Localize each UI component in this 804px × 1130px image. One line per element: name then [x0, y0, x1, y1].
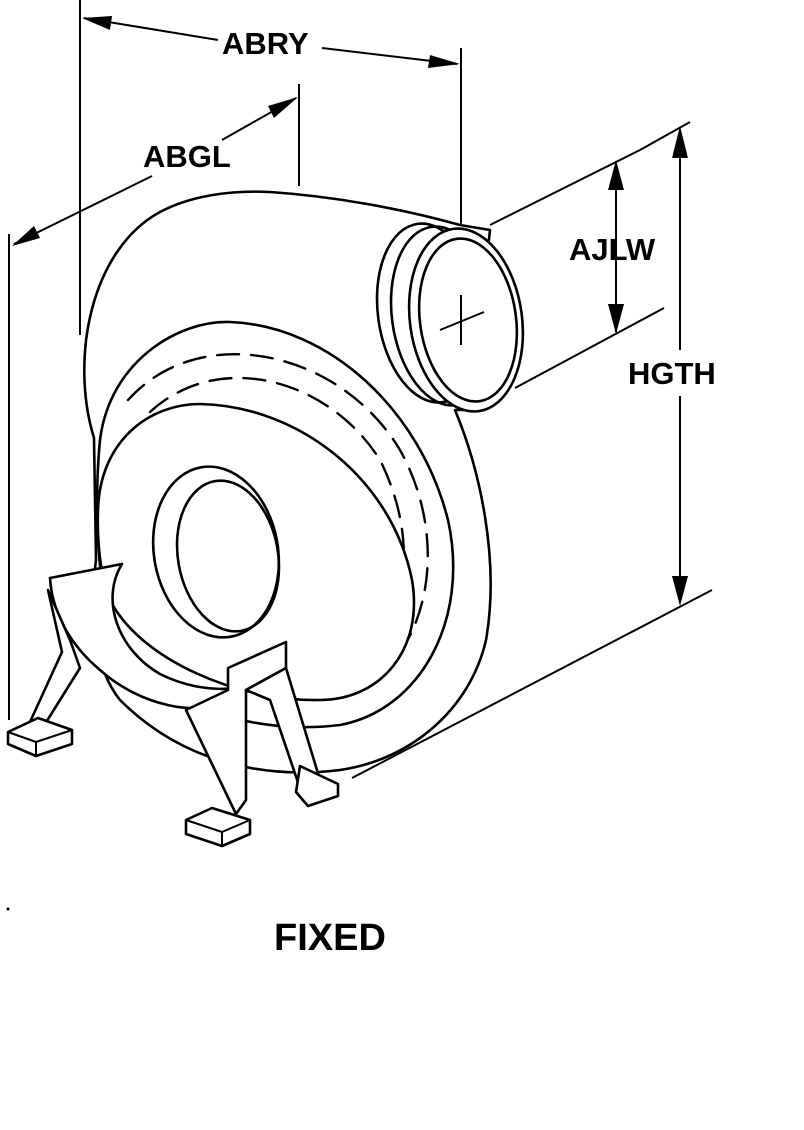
inlet-opening-inner [175, 479, 281, 633]
right-bracket [184, 640, 288, 816]
abgl-label: ABGL [143, 139, 231, 174]
abry-arrow-right [428, 55, 460, 68]
abry-dimension [79, 0, 462, 345]
abry-arrow-left [82, 16, 112, 30]
left-foot-edge-2 [35, 729, 73, 743]
ajlw-dimension [489, 149, 665, 389]
hgth-label: HGTH [628, 356, 716, 391]
abgl-arrow-left [12, 226, 40, 246]
right-front-foot-edge [185, 819, 223, 833]
abgl-arrow-right [268, 97, 298, 118]
hgth-extension-bottom [351, 589, 713, 779]
hgth-dimension [351, 121, 713, 779]
ajlw-extension-bottom [514, 307, 665, 389]
stray-dot [6, 907, 10, 911]
hidden-ring-outer [126, 353, 429, 692]
outlet-opening-inner [417, 237, 519, 403]
hgth-arrow-bottom [672, 576, 688, 606]
left-foot [6, 716, 74, 758]
abry-label: ABRY [222, 26, 309, 61]
ajlw-extension-top [489, 149, 641, 226]
abgl-dimension [12, 84, 300, 246]
right-front-foot [184, 806, 252, 848]
ajlw-arrow-top [608, 160, 624, 190]
hgth-arrow-top [672, 126, 688, 158]
left-foot-edge [7, 731, 37, 743]
ajlw-arrow-bottom [608, 304, 624, 334]
outlet-duct [375, 222, 525, 413]
right-front-foot-edge-2 [221, 819, 251, 833]
caption: FIXED [274, 917, 386, 959]
right-rear-foot [294, 764, 340, 808]
outlet-centerline-h [439, 311, 485, 331]
hgth-extension-top [639, 121, 691, 151]
ajlw-label: AJLW [569, 232, 656, 267]
